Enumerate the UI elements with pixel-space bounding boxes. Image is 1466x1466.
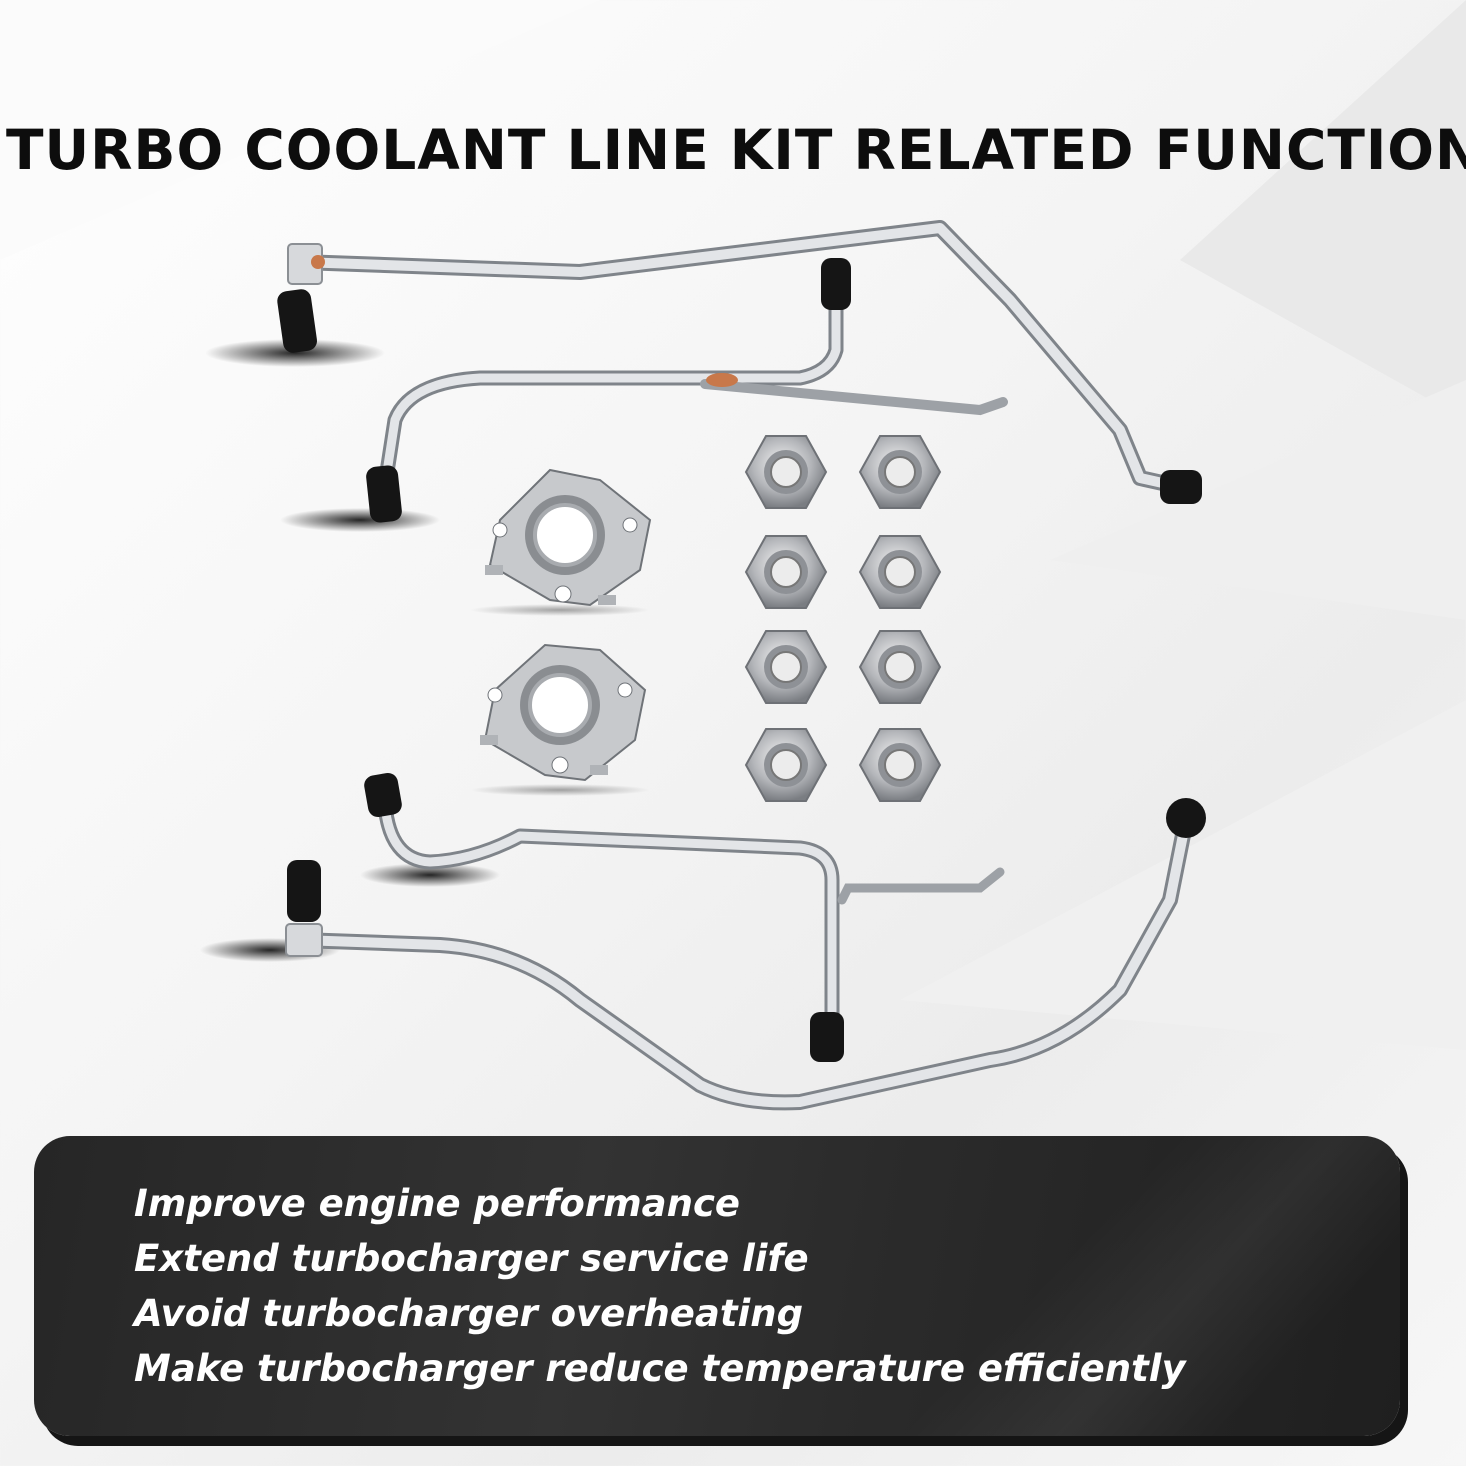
nut-set (744, 435, 942, 802)
gasket-1 (485, 468, 652, 607)
coolant-line-3 (364, 772, 1005, 1062)
feature-item: Improve engine performance (134, 1182, 740, 1225)
nut (744, 435, 828, 509)
feature-item: Extend turbocharger service life (134, 1237, 809, 1280)
nut (858, 728, 942, 802)
nut (858, 535, 942, 609)
feature-list: Improve engine performance Extend turboc… (134, 1176, 1186, 1396)
feature-item: Avoid turbocharger overheating (134, 1292, 804, 1335)
page-title: TURBO COOLANT LINE KIT RELATED FUNCTIONS (6, 118, 1466, 182)
coolant-line-4 (285, 798, 1206, 1111)
nut (858, 630, 942, 704)
product-photo (200, 220, 1206, 1111)
feature-item: Make turbocharger reduce temperature eff… (134, 1347, 1186, 1390)
nut (744, 630, 828, 704)
nut (744, 728, 828, 802)
gasket-2 (480, 643, 647, 782)
nut (858, 435, 942, 509)
coolant-line-1 (277, 220, 1202, 504)
nut (744, 535, 828, 609)
coolant-line-2 (366, 258, 1008, 523)
features-panel: Improve engine performance Extend turboc… (34, 1136, 1400, 1436)
